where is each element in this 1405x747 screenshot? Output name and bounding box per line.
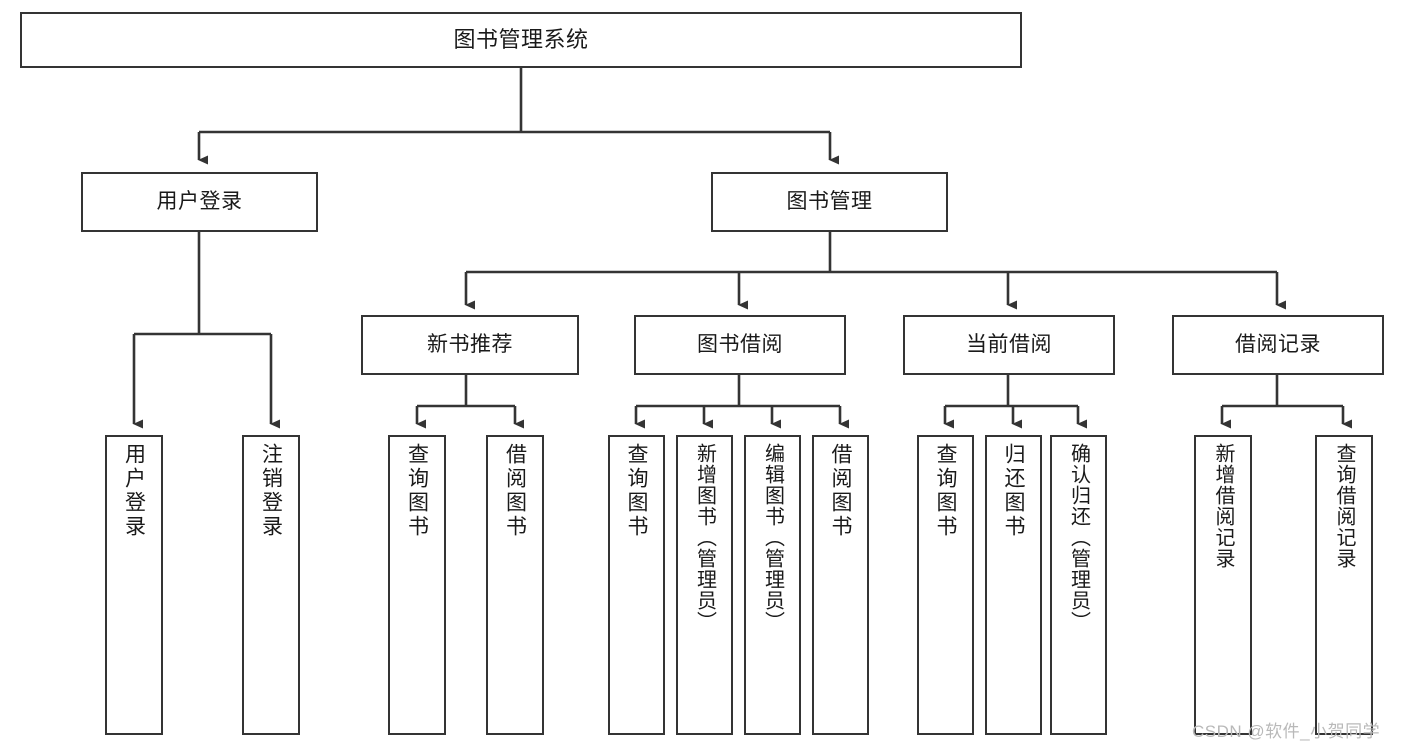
- node-borrow-record[interactable]: 借阅记录: [1172, 315, 1384, 375]
- node-label: 新书推荐: [427, 332, 513, 356]
- node-label: 当前借阅: [966, 332, 1052, 356]
- node-label: 归还图书: [1002, 443, 1025, 539]
- leaf-new-book-query[interactable]: 查询图书: [388, 435, 446, 735]
- node-label: 借阅图书: [503, 443, 527, 539]
- node-label: 查询图书: [625, 443, 648, 539]
- leaf-user-login-logout[interactable]: 注销登录: [242, 435, 300, 735]
- leaf-current-borrow-confirm-admin[interactable]: 确认归还（管理员）: [1050, 435, 1107, 735]
- leaf-borrow-record-query[interactable]: 查询借阅记录: [1315, 435, 1373, 735]
- node-user-login[interactable]: 用户登录: [81, 172, 318, 232]
- node-label: 新增借阅记录: [1212, 443, 1234, 569]
- leaf-current-borrow-query[interactable]: 查询图书: [917, 435, 974, 735]
- leaf-book-borrow-edit-admin[interactable]: 编辑图书（管理员）: [744, 435, 801, 735]
- node-current-borrow[interactable]: 当前借阅: [903, 315, 1115, 375]
- node-label: 注销登录: [259, 443, 283, 539]
- node-label: 查询借阅记录: [1333, 443, 1355, 569]
- csdn-watermark: CSDN @软件_小贺同学: [1192, 722, 1381, 741]
- node-label: 借阅记录: [1235, 332, 1321, 356]
- node-label: 查询图书: [405, 443, 429, 539]
- node-label: 图书借阅: [697, 332, 783, 356]
- leaf-new-book-borrow[interactable]: 借阅图书: [486, 435, 544, 735]
- leaf-book-borrow-add-admin[interactable]: 新增图书（管理员）: [676, 435, 733, 735]
- node-label: 图书管理系统: [453, 27, 589, 53]
- node-book-borrow[interactable]: 图书借阅: [634, 315, 846, 375]
- node-label: 用户登录: [122, 443, 146, 539]
- leaf-book-borrow-query[interactable]: 查询图书: [608, 435, 665, 735]
- node-label: 确认归还（管理员）: [1067, 443, 1090, 632]
- leaf-borrow-record-add[interactable]: 新增借阅记录: [1194, 435, 1252, 735]
- node-label: 查询图书: [934, 443, 957, 539]
- node-label: 编辑图书（管理员）: [761, 443, 784, 632]
- leaf-book-borrow-borrow[interactable]: 借阅图书: [812, 435, 869, 735]
- node-label: 新增图书（管理员）: [693, 443, 716, 632]
- node-book-management[interactable]: 图书管理: [711, 172, 948, 232]
- node-label: 用户登录: [156, 189, 243, 213]
- node-root-library-system[interactable]: 图书管理系统: [20, 12, 1022, 68]
- node-label: 图书管理: [786, 189, 873, 213]
- node-new-book-recommend[interactable]: 新书推荐: [361, 315, 579, 375]
- leaf-user-login-login[interactable]: 用户登录: [105, 435, 163, 735]
- leaf-current-borrow-return[interactable]: 归还图书: [985, 435, 1042, 735]
- node-label: 借阅图书: [829, 443, 852, 539]
